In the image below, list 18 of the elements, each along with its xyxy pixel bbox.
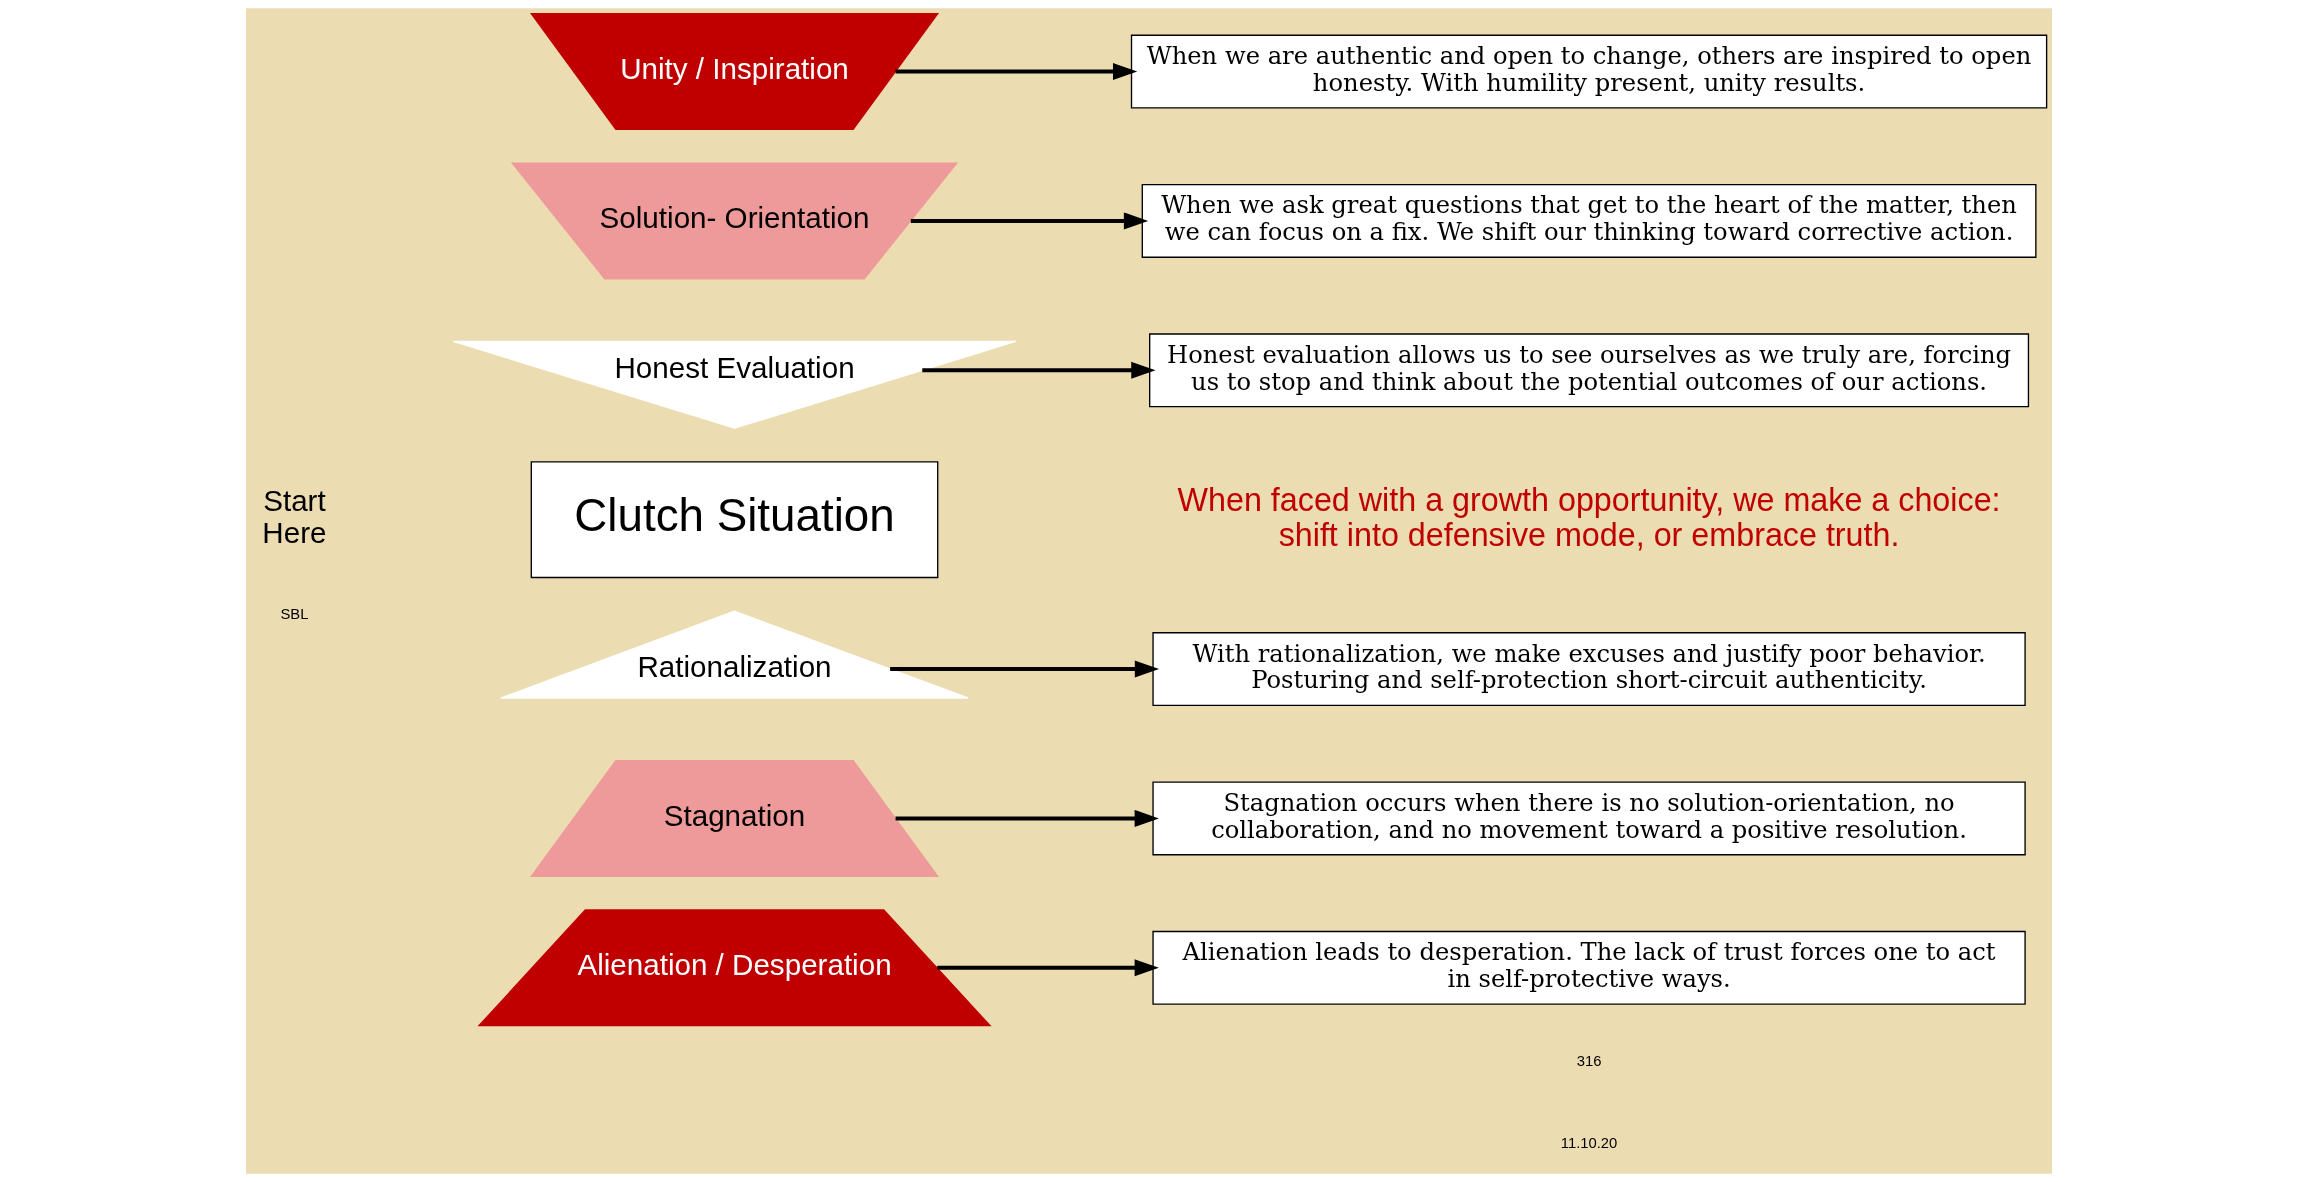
- arrow: [910, 212, 1148, 230]
- node-box: With rationalization, we make excuses and justify poor behavior. Posturing and self-protection short-circuit authenticity.: [1151, 632, 2026, 707]
- label: 11.10.20: [1560, 1134, 1617, 1151]
- node-box: Alienation leads to desperation. The lack of trust forces one to act in self-protective ways.: [1151, 930, 2026, 1005]
- arrow: [895, 63, 1137, 81]
- arrow: [921, 361, 1155, 379]
- node-box: Stagnation occurs when there is no solution-orientation, no collaboration, and no movement toward a positive resolution.: [1151, 781, 2026, 856]
- label: SBL: [279, 605, 308, 622]
- node-box: Honest evaluation allows us to see ourselves as we truly are, forcing us to stop and think about the potential outcomes of our actions.: [1148, 333, 2029, 408]
- label: Start Here: [261, 484, 327, 550]
- arrow: [895, 809, 1159, 827]
- node-box: When we ask great questions that get to the heart of the matter, then we can focus on a fix. We shift our thinking toward corrective action.: [1141, 183, 2037, 258]
- node-box: When we are authentic and open to change, others are inspired to open honesty. With humility present, unity results.: [1130, 34, 2047, 109]
- node-box: Clutch Situation: [530, 461, 938, 579]
- label: 316: [1576, 1052, 1601, 1069]
- arrow: [889, 660, 1159, 678]
- arrow: [936, 959, 1159, 977]
- label: When faced with a growth opportunity, we make a choice: shift into defensive mode, or embrace truth.: [1177, 481, 2001, 553]
